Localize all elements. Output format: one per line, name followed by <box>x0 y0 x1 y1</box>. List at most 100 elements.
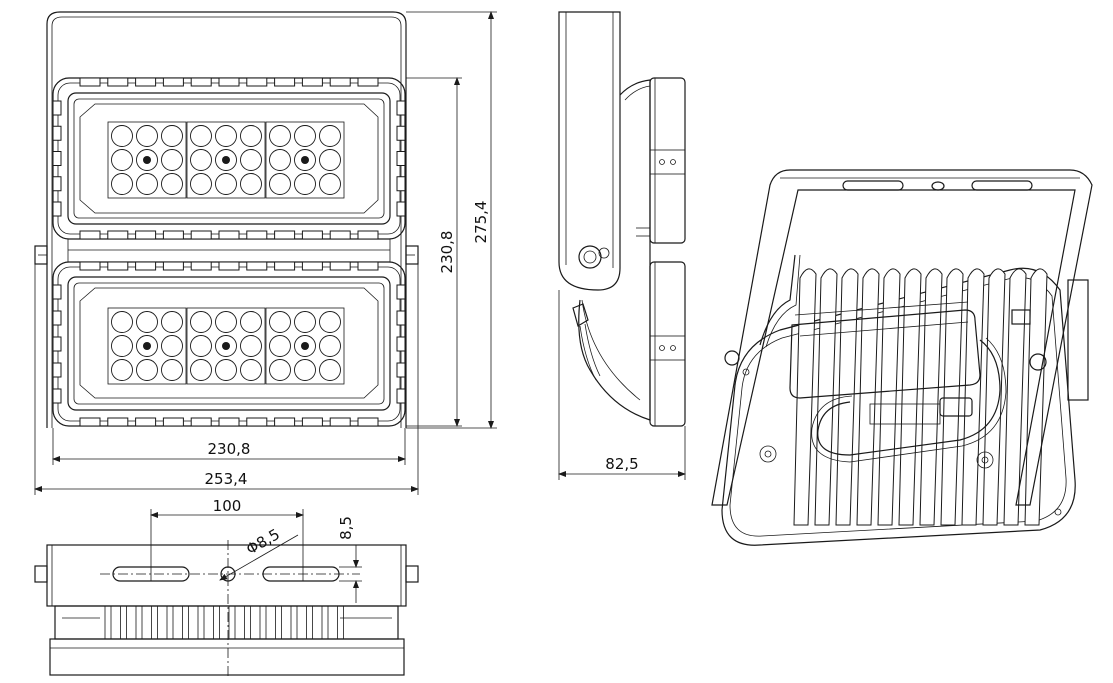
heatsink-fin <box>982 268 1006 526</box>
led-lens <box>161 125 183 147</box>
led-lens <box>111 359 133 381</box>
led-lens <box>215 173 237 195</box>
led-sensor <box>143 342 151 350</box>
cooling-fin <box>79 261 101 271</box>
cooling-fin <box>162 417 184 427</box>
heatsink-fin <box>919 268 943 526</box>
cooling-fin <box>301 230 323 240</box>
led-lens <box>190 173 212 195</box>
led-lens <box>190 125 212 147</box>
cooling-fin <box>190 77 212 87</box>
led-module-lower <box>52 261 406 427</box>
heatsink-fin <box>213 605 220 640</box>
led-lens <box>111 311 133 333</box>
led-lens <box>319 359 341 381</box>
led-group <box>265 307 345 385</box>
led-lens <box>136 173 158 195</box>
led-lens <box>111 125 133 147</box>
cooling-fin <box>190 417 212 427</box>
cooling-fin <box>396 284 406 300</box>
cooling-fin <box>218 230 240 240</box>
led-lens <box>240 173 262 195</box>
cooling-fin <box>357 417 379 427</box>
led-lens <box>190 311 212 333</box>
cooling-fin <box>301 417 323 427</box>
led-lens <box>294 311 316 333</box>
cooling-fin <box>52 362 62 378</box>
dim-outer-width: 253,4 <box>205 470 248 488</box>
led-lens <box>269 149 291 171</box>
side-depth-dimension: 82,5 <box>558 290 686 480</box>
cooling-fin <box>274 417 296 427</box>
cooling-fin <box>396 176 406 192</box>
cooling-fin <box>135 417 157 427</box>
cooling-fin <box>52 100 62 116</box>
led-sensor <box>222 156 230 164</box>
dim-inner-width: 230,8 <box>208 440 251 458</box>
cooling-fin <box>107 230 129 240</box>
led-lens <box>111 149 133 171</box>
cooling-fin <box>246 77 268 87</box>
led-lens <box>215 125 237 147</box>
isometric-view <box>711 169 1093 546</box>
dim-depth: 82,5 <box>605 455 638 473</box>
heatsink-fin <box>337 605 344 640</box>
led-lens <box>269 125 291 147</box>
cooling-fin <box>52 201 62 217</box>
cooling-fin <box>79 417 101 427</box>
heatsink-fin <box>244 605 251 640</box>
cooling-fin <box>396 388 406 404</box>
dim-slot-width: 8,5 <box>337 516 355 540</box>
cooling-fin <box>107 77 129 87</box>
cooling-fin <box>107 417 129 427</box>
led-lens <box>319 335 341 357</box>
cooling-fin <box>135 230 157 240</box>
led-lens <box>294 359 316 381</box>
front-height-dimensions: 230,8 275,4 <box>406 11 497 429</box>
heatsink-fin <box>306 605 313 640</box>
heatsink-fin <box>275 605 282 640</box>
led-lens <box>240 311 262 333</box>
heatsink-fin <box>135 605 143 640</box>
cooling-fin <box>52 151 62 166</box>
led-group <box>186 307 266 385</box>
cooling-fin <box>135 77 157 87</box>
cooling-fin <box>329 230 351 240</box>
cooling-fin <box>396 362 406 378</box>
cooling-fin <box>396 151 406 166</box>
led-group <box>107 307 187 385</box>
led-lens <box>319 173 341 195</box>
led-lens <box>269 335 291 357</box>
led-sensor <box>301 342 309 350</box>
cooling-fin <box>190 230 212 240</box>
heatsink-fin <box>290 605 298 640</box>
cooling-fin <box>162 261 184 271</box>
front-view <box>34 11 419 428</box>
cooling-fin <box>79 230 101 240</box>
led-module-upper <box>52 77 406 240</box>
cooling-fin <box>190 261 212 271</box>
heatsink-fin <box>104 605 112 640</box>
led-lens <box>190 335 212 357</box>
heatsink-fin <box>151 605 158 640</box>
led-lens <box>136 125 158 147</box>
heatsink-fin <box>793 268 817 526</box>
cooling-fin <box>52 176 62 192</box>
led-lens <box>269 359 291 381</box>
cooling-fin <box>79 77 101 87</box>
heatsink-fin <box>898 268 922 526</box>
led-lens <box>161 173 183 195</box>
cooling-fin <box>396 100 406 116</box>
cooling-fin <box>396 310 406 326</box>
heatsink-fin <box>940 268 964 526</box>
heatsink-fin <box>877 268 901 526</box>
led-lens <box>215 311 237 333</box>
side-view <box>558 11 686 427</box>
cooling-fin <box>274 230 296 240</box>
cooling-fin <box>52 310 62 326</box>
led-lens <box>111 335 133 357</box>
led-lens <box>215 359 237 381</box>
cooling-fin <box>52 125 62 141</box>
cooling-fin <box>357 230 379 240</box>
led-lens <box>190 149 212 171</box>
